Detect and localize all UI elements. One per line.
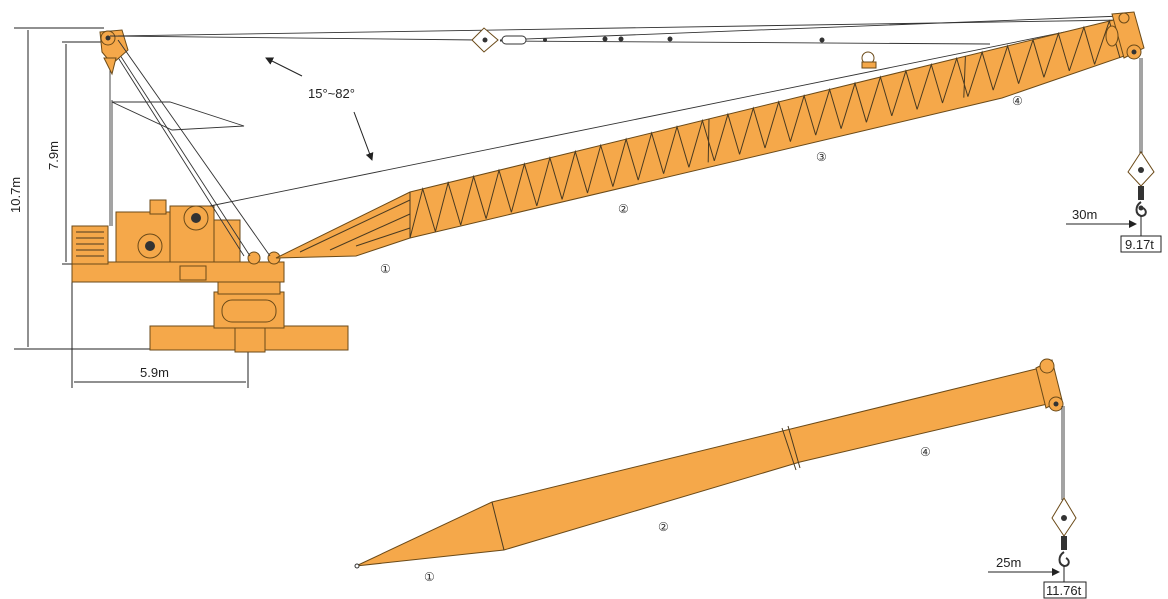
load-label-b: 11.76t — [1046, 583, 1082, 598]
pendant-links — [471, 27, 877, 69]
crane-b: 25m 11.76t ① ② ④ — [354, 358, 1087, 599]
luffing-angle-label: 15°~82° — [308, 86, 355, 101]
hook-block-a — [1127, 151, 1155, 218]
lattice-boom — [275, 11, 1145, 259]
rigging — [109, 15, 1143, 257]
mast — [99, 29, 251, 257]
slewing-platform — [71, 199, 285, 283]
section-label-b4: ④ — [920, 445, 931, 459]
height-mast-label: 7.9m — [46, 141, 61, 170]
section-label-4: ④ — [1012, 94, 1023, 108]
hook-block-b — [1051, 497, 1077, 568]
hoist-rope-b — [1061, 406, 1065, 500]
radius-label-a: 30m — [1072, 207, 1097, 222]
section-label-3: ③ — [816, 150, 827, 164]
radius-marker-b — [988, 566, 1087, 599]
radius-marker-a — [1066, 216, 1162, 253]
crane-base — [149, 281, 349, 353]
load-label-a: 9.17t — [1125, 237, 1154, 252]
radius-label-b: 25m — [996, 555, 1021, 570]
height-total-label: 10.7m — [8, 177, 23, 213]
section-label-2: ② — [618, 202, 629, 216]
box-boom — [354, 358, 1064, 569]
section-label-b2: ② — [658, 520, 669, 534]
base-width-label: 5.9m — [140, 365, 169, 380]
lattice-bracing — [299, 19, 1121, 253]
section-label-1: ① — [380, 262, 391, 276]
section-label-b1: ① — [424, 570, 435, 584]
angle-arrows — [265, 57, 374, 161]
crane-a: 10.7m 7.9m 5.9m 15°~82° 30m 9.17t ① ② ③ … — [8, 11, 1162, 388]
